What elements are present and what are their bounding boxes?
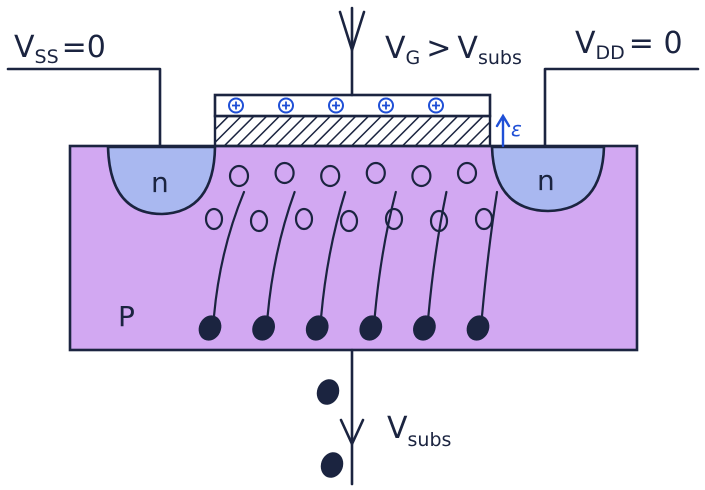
positive-charge-icon (428, 97, 444, 114)
charge-ring (228, 97, 244, 114)
substrate-type-label: P (118, 300, 135, 333)
svg-text:VG>Vsubs: VG>Vsubs (385, 31, 522, 69)
trajectory-line (373, 190, 397, 318)
hole (249, 209, 269, 233)
escaped-electron (316, 379, 340, 405)
gate-arrow-icon (338, 10, 366, 52)
substrate-voltage-label: Vsubs (387, 411, 451, 451)
plus-sign (332, 101, 340, 110)
escaped-electron (320, 452, 344, 478)
charge-ring (328, 97, 344, 114)
drain-voltage-label: VDD= 0 (575, 26, 683, 64)
hole (429, 209, 449, 233)
hole (365, 161, 386, 185)
right-n-well (490, 145, 606, 213)
escaped-carriers (316, 379, 344, 478)
svg-text:VSS=0: VSS=0 (14, 30, 106, 68)
trajectory-line (480, 190, 499, 318)
electron-trajectories (212, 190, 499, 318)
gate-charges (228, 97, 444, 114)
trajectory-line (212, 190, 246, 318)
electron (305, 315, 329, 341)
field-label: ε (511, 117, 522, 141)
trajectory-line (320, 190, 347, 318)
hole (204, 207, 224, 231)
hole (320, 164, 341, 188)
charge-ring (428, 97, 444, 114)
drain-wire (543, 67, 700, 148)
gate-electrode (213, 93, 492, 118)
plus-sign (432, 101, 440, 110)
trajectory-line (427, 190, 448, 318)
hole (339, 209, 359, 233)
positive-charge-icon (278, 97, 294, 114)
source-voltage-label: VSS=0 (14, 30, 106, 68)
hole (384, 207, 404, 231)
svg-text:VDD= 0: VDD= 0 (575, 26, 683, 64)
hole (474, 207, 494, 231)
gate-voltage-label: VG>Vsubs (385, 31, 522, 69)
hole (228, 164, 250, 188)
hole (456, 161, 478, 185)
field-arrow-icon (495, 113, 511, 148)
svg-text:Vsubs: Vsubs (387, 411, 451, 451)
left-n-well (106, 145, 217, 216)
positive-charge-icon (328, 97, 344, 114)
plus-sign (232, 101, 240, 110)
trajectory-line (266, 190, 296, 318)
gate-oxide (213, 114, 492, 148)
positive-charge-icon (228, 97, 244, 114)
hole-layer (204, 161, 494, 233)
right-well-label: n (537, 164, 555, 197)
charge-ring (278, 97, 294, 114)
electron (359, 315, 383, 341)
positive-charge-icon (378, 97, 394, 114)
plus-sign (382, 101, 390, 110)
left-well-label: n (151, 166, 169, 199)
hole (274, 161, 295, 185)
electron (252, 315, 275, 341)
plus-sign (282, 101, 290, 110)
electron (466, 315, 490, 341)
hole (411, 164, 432, 188)
electron (413, 315, 436, 341)
substrate-arrow-icon (339, 418, 365, 446)
hole (294, 207, 314, 231)
electron (198, 315, 222, 341)
electron-layer (198, 315, 490, 341)
charge-ring (378, 97, 394, 114)
source-wire (6, 67, 162, 148)
